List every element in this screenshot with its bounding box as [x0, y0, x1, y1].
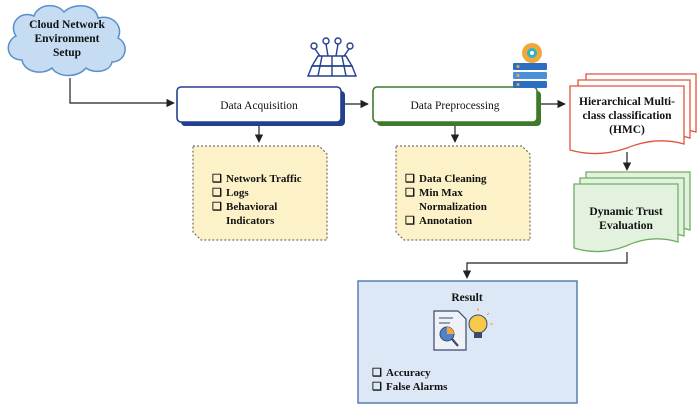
result-item-bullet-2: ❑: [372, 381, 382, 393]
cloud-label-line-1: Cloud Network: [29, 19, 105, 31]
result-box: [357, 280, 578, 404]
acquisition-item-bullet-1: ❑: [212, 173, 222, 185]
report-lightbulb-icon: [433, 308, 493, 351]
hmc-node: Hierarchical Multi- class classification…: [569, 73, 697, 155]
preprocessing-note-shape: [395, 145, 531, 241]
data-acquisition-node: Data Acquisition: [176, 86, 345, 126]
acquisition-item-network-traffic: Network Traffic: [226, 173, 302, 185]
cloud-network-setup-node: Cloud Network Environment Setup: [7, 4, 126, 77]
preprocessing-item-bullet-1: ❑: [405, 173, 415, 185]
result-item-accuracy: Accuracy: [386, 367, 431, 379]
hmc-front-document: [569, 85, 685, 155]
preprocessing-box: [372, 86, 538, 123]
trust-label-line-2: Evaluation: [599, 220, 653, 232]
preprocessing-title: Data Preprocessing: [410, 100, 499, 112]
preprocessing-item-data-cleaning: Data Cleaning: [419, 173, 487, 185]
acquisition-title: Data Acquisition: [220, 100, 298, 112]
acquisition-item-bullet-2: ❑: [212, 187, 222, 199]
acquisition-item-behavioral: Behavioral: [226, 201, 277, 213]
acquisition-item-indicators: Indicators: [226, 215, 275, 227]
server-gear-icon: [513, 43, 547, 88]
cloud-label-line-2: Environment: [35, 33, 100, 45]
trust-label-line-1: Dynamic Trust: [589, 206, 663, 218]
trust-front-document: [573, 183, 679, 253]
trust-to-result-arrow: [462, 252, 628, 279]
result-item-false-alarms: False Alarms: [386, 381, 448, 393]
hmc-label-line-1: Hierarchical Multi-: [579, 96, 675, 108]
preprocessing-item-normalization: Normalization: [419, 201, 487, 213]
preprocessing-steps-note: ❑ Data Cleaning ❑ Min Max Normalization …: [395, 145, 531, 241]
result-item-bullet-1: ❑: [372, 367, 382, 379]
cloud-to-acquisition-arrow: [69, 78, 175, 108]
result-node: Result ❑ Accuracy ❑ False Alarms: [357, 280, 578, 404]
acquisition-note-shape: [192, 145, 328, 241]
acquisition-sources-note: ❑ Network Traffic ❑ Logs ❑ Behavioral In…: [192, 145, 328, 241]
cloud-label-line-3: Setup: [53, 47, 81, 59]
preprocessing-item-bullet-3: ❑: [405, 215, 415, 227]
acquisition-box: [176, 86, 342, 123]
hmc-label-line-3: (HMC): [609, 124, 645, 136]
data-preprocessing-node: Data Preprocessing: [372, 86, 541, 126]
hmc-label-line-2: class classification: [582, 110, 672, 122]
data-pipeline-icon: [306, 37, 358, 77]
result-title: Result: [451, 292, 482, 304]
acquisition-item-bullet-3: ❑: [212, 201, 222, 213]
cloud-shape: [7, 4, 126, 77]
preprocessing-item-min-max: Min Max: [419, 187, 463, 199]
trust-evaluation-node: Dynamic Trust Evaluation: [573, 171, 691, 253]
acquisition-item-logs: Logs: [226, 187, 249, 199]
preprocessing-item-annotation: Annotation: [419, 215, 472, 227]
preprocessing-item-bullet-2: ❑: [405, 187, 415, 199]
